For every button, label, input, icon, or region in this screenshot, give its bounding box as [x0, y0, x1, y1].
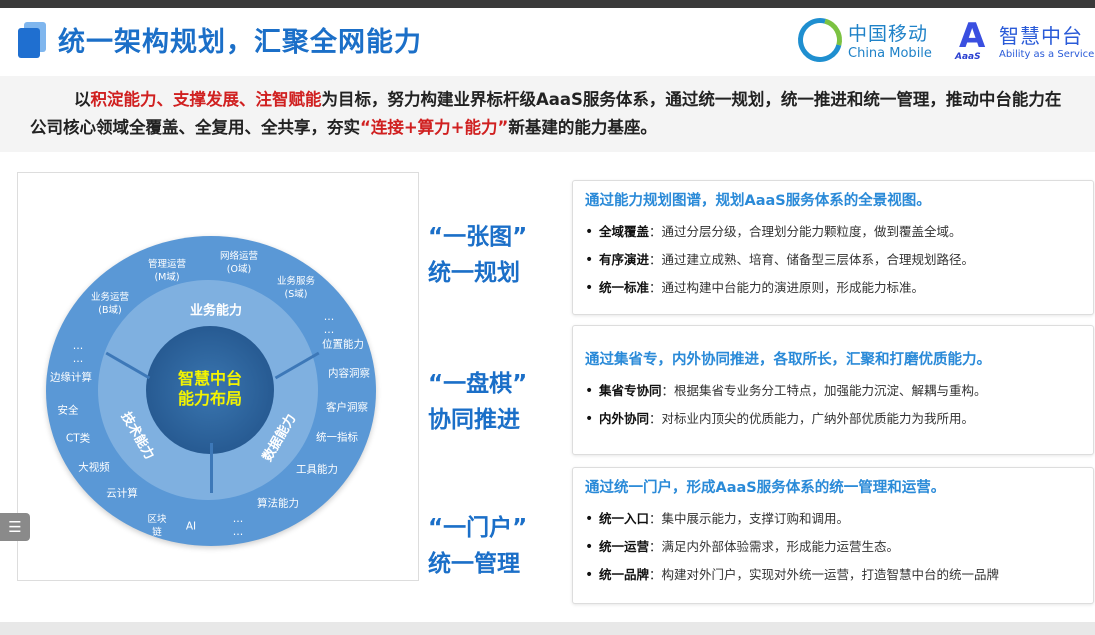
list-item: 有序演进：通过建立成熟、培育、储备型三层体系，合理规划路径。: [585, 246, 1081, 274]
list-item: 统一品牌：构建对外门户，实现对外统一运营，打造智慧中台的统一品牌: [585, 561, 1081, 589]
segment-business: 业务能力: [190, 300, 242, 319]
list-item: 内外协同：对标业内顶尖的优质能力，广纳外部优质能力为我所用。: [585, 405, 1081, 433]
outer-label: 业务运营(B域): [90, 291, 130, 317]
bottom-bar: [0, 622, 1095, 635]
window-top-bar: [0, 0, 1095, 8]
menu-list-icon[interactable]: ☰: [0, 513, 30, 541]
card-heading: 通过统一门户，形成AaaS服务体系的统一管理和运营。: [585, 476, 1081, 497]
card-coordinated-advance: 通过集省专，内外协同推进，各取所长，汇聚和打磨优质能力。 集省专协同：根据集省专…: [572, 325, 1094, 455]
outer-label: … …: [233, 513, 244, 539]
outer-label: 网络运营(O域): [219, 250, 259, 276]
aaas-logo: AAaaS 智慧中台Ability as a Service: [955, 18, 1094, 62]
outer-label: 统一指标: [316, 432, 358, 445]
segment-divider: [210, 443, 213, 493]
title-bookmark-icon: [18, 22, 46, 58]
outer-label: … …: [73, 340, 84, 366]
outer-label: 云计算: [106, 488, 138, 501]
center-label: 智慧中台能力布局: [178, 369, 242, 409]
card-heading: 通过能力规划图谱，规划AaaS服务体系的全景视图。: [585, 189, 1081, 210]
slogan-one-map: “一张图”统一规划: [428, 219, 527, 291]
page-title: 统一架构规划，汇聚全网能力: [58, 20, 422, 59]
outer-label: 业务服务(S域): [276, 275, 316, 301]
list-item: 统一标准：通过构建中台能力的演进原则，形成能力标准。: [585, 274, 1081, 302]
card-unified-management: 通过统一门户，形成AaaS服务体系的统一管理和运营。 统一入口：集中展示能力，支…: [572, 467, 1094, 604]
outer-label: 边缘计算: [50, 372, 92, 385]
intro-paragraph: 以积淀能力、支撑发展、注智赋能为目标，努力构建业界标杆级AaaS服务体系，通过统…: [0, 76, 1095, 152]
outer-label: 大视频: [78, 462, 110, 475]
outer-label: 区块链: [145, 513, 169, 539]
outer-label: 管理运营(M域): [147, 258, 187, 284]
logo-aaas-zh: 智慧中台: [999, 20, 1094, 49]
logo-cm-zh: 中国移动: [848, 19, 932, 46]
capability-diagram: 智慧中台能力布局 业务能力 技术能力 数据能力 管理运营(M域) 网络运营(O域…: [17, 172, 419, 581]
list-item: 集省专协同：根据集省专业务分工特点，加强能力沉淀、解耦与重构。: [585, 377, 1081, 405]
outer-label: … …: [324, 311, 335, 337]
list-item: 全域覆盖：通过分层分级，合理划分能力颗粒度，做到覆盖全域。: [585, 218, 1081, 246]
outer-label: AI: [186, 521, 196, 534]
china-mobile-logo-icon: [790, 10, 850, 70]
outer-label: 客户洞察: [326, 402, 368, 415]
list-item: 统一入口：集中展示能力，支撑订购和调用。: [585, 505, 1081, 533]
slogan-one-board: “一盘棋”协同推进: [428, 366, 527, 438]
outer-label: 算法能力: [257, 498, 299, 511]
outer-label: 工具能力: [296, 464, 338, 477]
slogan-one-portal: “一门户”统一管理: [428, 510, 527, 582]
aaas-logo-icon: AAaaS: [955, 18, 995, 62]
outer-label: 位置能力: [322, 339, 364, 352]
card-unified-planning: 通过能力规划图谱，规划AaaS服务体系的全景视图。 全域覆盖：通过分层分级，合理…: [572, 180, 1094, 315]
outer-label: 安全: [58, 405, 79, 418]
card-heading: 通过集省专，内外协同推进，各取所长，汇聚和打磨优质能力。: [585, 348, 1081, 369]
outer-label: CT类: [66, 433, 90, 446]
outer-label: 内容洞察: [328, 368, 370, 381]
list-item: 统一运营：满足内外部体验需求，形成能力运营生态。: [585, 533, 1081, 561]
logo-cm-en: China Mobile: [848, 46, 932, 61]
china-mobile-logo: 中国移动China Mobile: [798, 18, 932, 62]
logo-aaas-en: Ability as a Service: [999, 49, 1094, 60]
